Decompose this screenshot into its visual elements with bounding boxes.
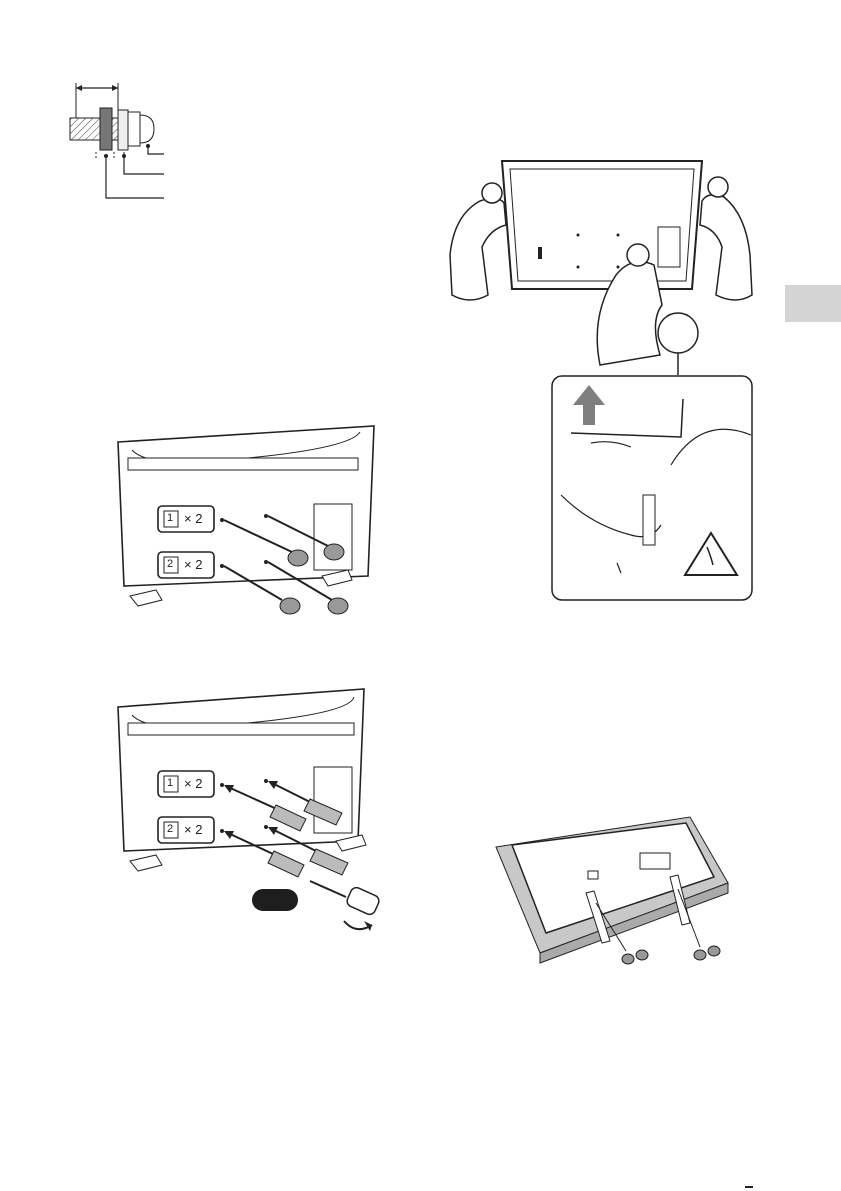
section-tab	[785, 285, 841, 322]
screw-cross-section-figure	[60, 80, 180, 210]
screw-a-label: 1	[167, 512, 173, 524]
page-corner-mark	[745, 1186, 753, 1188]
screw-b-label: 2	[167, 558, 173, 570]
screw-b-label: 2	[167, 823, 173, 835]
screw-b-count: × 2	[184, 822, 202, 837]
screw-a-count: × 2	[184, 776, 202, 791]
lift-tv-illustration	[440, 155, 760, 375]
stand-detach-detail	[551, 375, 753, 601]
tv-facedown-illustration	[490, 815, 730, 965]
screw-a-count: × 2	[184, 511, 202, 526]
screw-a-label: 1	[167, 777, 173, 789]
fig-install-screws: 1 × 2 2 × 2	[110, 685, 390, 935]
screw-b-count: × 2	[184, 557, 202, 572]
fig-install-bracket: 1 × 2 2 × 2	[110, 420, 380, 630]
